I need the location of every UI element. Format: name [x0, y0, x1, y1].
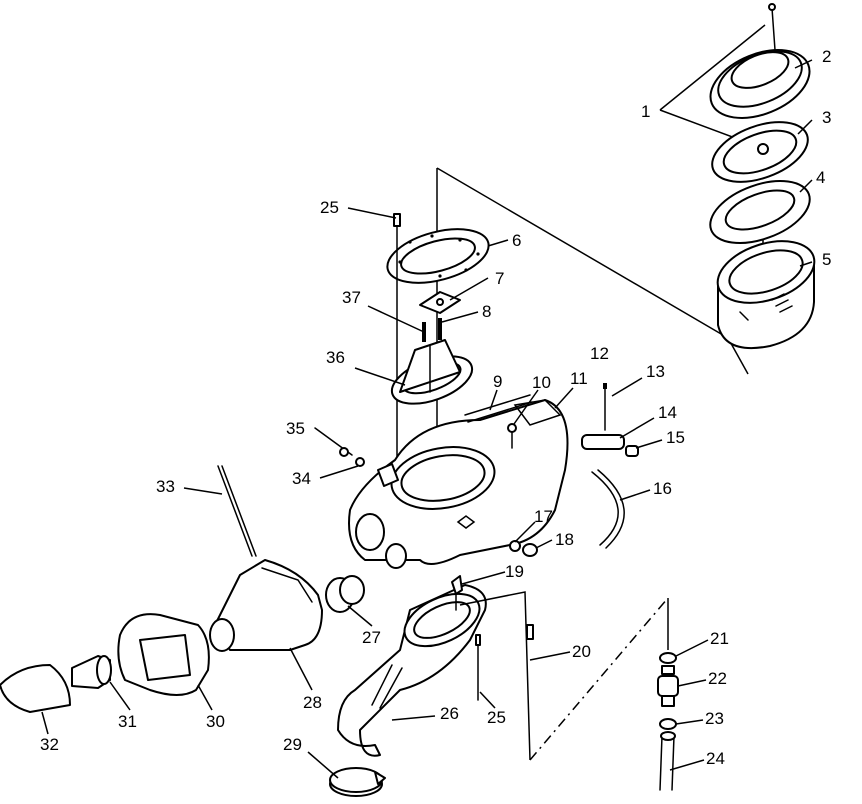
hose-16 — [591, 469, 625, 549]
fitting-19 — [451, 575, 463, 611]
nut-17-washer-18 — [509, 540, 538, 557]
filter-cover-2 — [709, 3, 811, 119]
assembly-bracket-line — [659, 24, 766, 111]
plate-7 — [419, 291, 461, 314]
callout-9: 9 — [493, 372, 502, 391]
callout-10: 10 — [532, 373, 551, 392]
callout-29: 29 — [283, 735, 302, 754]
intake-duct-26 — [337, 584, 487, 757]
callout-7: 7 — [495, 269, 504, 288]
callout-22: 22 — [708, 669, 727, 688]
mounting-gasket-6 — [386, 228, 490, 284]
pin-12-bolt-13 — [603, 383, 607, 431]
callout-34: 34 — [292, 469, 311, 488]
callout-6: 6 — [512, 231, 521, 250]
filter-seal-4 — [709, 180, 811, 281]
callout-8: 8 — [482, 302, 491, 321]
washer-21 — [659, 652, 677, 664]
filter-element-5 — [716, 240, 816, 350]
callout-11: 11 — [570, 369, 588, 388]
assembly-bracket-line — [436, 167, 729, 339]
grommet-27 — [325, 575, 365, 613]
callout-19: 19 — [505, 562, 524, 581]
plug-31 — [71, 655, 112, 689]
callout-35: 35 — [286, 419, 305, 438]
callout-36: 36 — [326, 348, 345, 367]
callout-23: 23 — [705, 709, 724, 728]
drain-tube-20 — [459, 591, 669, 761]
gasket-3 — [711, 121, 809, 183]
callout-20: 20 — [572, 642, 591, 661]
callout-15: 15 — [666, 428, 685, 447]
screw-25-bottom — [475, 634, 481, 701]
hose-24 — [659, 731, 676, 791]
callout-5: 5 — [822, 250, 831, 269]
tube-9 — [464, 394, 533, 423]
leader-lines — [41, 59, 813, 779]
callout-18: 18 — [555, 530, 574, 549]
callout-28: 28 — [303, 693, 322, 712]
check-valve-22 — [657, 665, 679, 707]
callout-1: 1 — [641, 102, 650, 121]
hose-14 — [581, 434, 625, 450]
callout-16: 16 — [653, 479, 672, 498]
callout-37: 37 — [342, 288, 361, 307]
callout-30: 30 — [206, 712, 225, 731]
cable-tie-33 — [217, 465, 257, 557]
cap-15 — [625, 445, 639, 457]
callout-14: 14 — [658, 403, 677, 422]
boot-28 — [209, 559, 323, 652]
callout-17: 17 — [534, 507, 553, 526]
callout-33: 33 — [156, 477, 175, 496]
callout-24: 24 — [706, 749, 725, 768]
callout-32: 32 — [40, 735, 59, 754]
intake-frame-30 — [117, 613, 210, 696]
airbox-11 — [348, 399, 569, 569]
callout-31: 31 — [118, 712, 137, 731]
cover-32 — [0, 664, 71, 713]
washer-23 — [659, 718, 677, 730]
callout-25-top: 25 — [320, 198, 339, 217]
callout-12: 12 — [590, 344, 609, 363]
air-filter-assembly — [436, 3, 816, 470]
callout-4: 4 — [816, 168, 825, 187]
studs-8-37 — [422, 318, 442, 342]
filter-holder-36 — [390, 339, 474, 405]
fitting-10 — [507, 423, 517, 449]
callout-labels: 1 2 3 4 5 6 7 8 9 10 11 12 13 14 15 16 1… — [40, 47, 831, 768]
bolt-35-nut-34 — [314, 427, 399, 487]
screw-25-top — [393, 213, 401, 501]
callout-3: 3 — [822, 108, 831, 127]
callout-13: 13 — [646, 362, 665, 381]
callout-27: 27 — [362, 628, 381, 647]
clamp-29 — [329, 767, 386, 797]
callout-2: 2 — [822, 47, 831, 66]
callout-21: 21 — [710, 629, 729, 648]
callout-26: 26 — [440, 704, 459, 723]
callout-25-bottom: 25 — [487, 708, 506, 727]
